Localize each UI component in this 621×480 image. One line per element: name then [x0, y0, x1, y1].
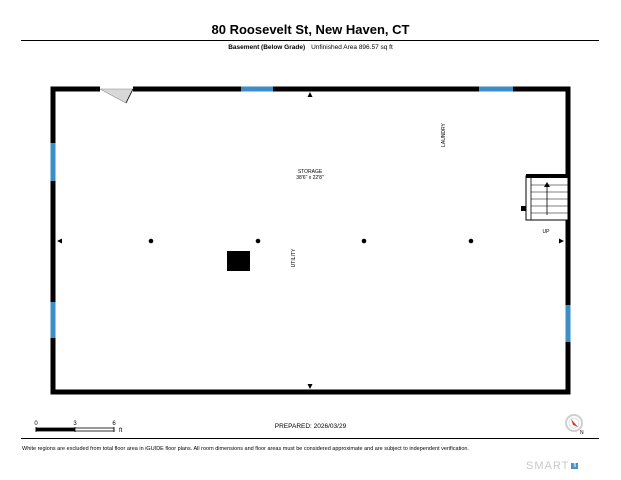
disclaimer-text: White regions are excluded from total fl…: [22, 446, 469, 452]
support-post: [361, 238, 367, 244]
floor-area: Unfinished Area 896.57 sq ft: [311, 44, 393, 51]
room-dims-storage: 38'6" x 22'8": [296, 175, 324, 181]
door-leaf: [125, 88, 134, 104]
support-post: [255, 238, 261, 244]
support-post: [148, 238, 154, 244]
dimension-marker-bottom: [307, 384, 313, 389]
header-divider: [21, 40, 599, 41]
brand-box: fl: [571, 463, 579, 470]
floor-name: Basement (Below Grade): [228, 44, 306, 51]
dimension-marker-top: [307, 92, 313, 97]
room-label-laundry: LAUNDRY: [441, 122, 447, 146]
floor-subtitle: Basement (Below Grade) Unfinished Area 89…: [0, 44, 621, 51]
stairs: [521, 174, 569, 221]
scale-tick-6: 6: [112, 421, 116, 427]
compass-icon: N: [565, 414, 584, 436]
brand-text: SMART: [526, 460, 570, 472]
dimension-marker-right: [559, 238, 564, 244]
compass-north-label: N: [580, 430, 584, 436]
scale-unit: ft: [119, 428, 123, 434]
door-swing: [99, 88, 134, 104]
stairs-label: UP: [543, 229, 551, 235]
prepared-date: PREPARED: 2026/03/29: [274, 423, 347, 430]
scale-tick-0: 0: [34, 421, 38, 427]
dimension-marker-left: [57, 238, 62, 244]
support-post: [468, 238, 474, 244]
room-label-storage: STORAGE: [298, 169, 323, 175]
exterior-wall: [50, 86, 571, 395]
room-label-utility: UTILITY: [291, 248, 297, 267]
scale-tick-3: 3: [73, 421, 77, 427]
utility-unit: [227, 251, 250, 271]
scale-bar: 0 3 6 ft: [34, 421, 122, 434]
plan-title: 80 Roosevelt St, New Haven, CT: [211, 22, 410, 37]
footer-divider: [21, 438, 599, 439]
